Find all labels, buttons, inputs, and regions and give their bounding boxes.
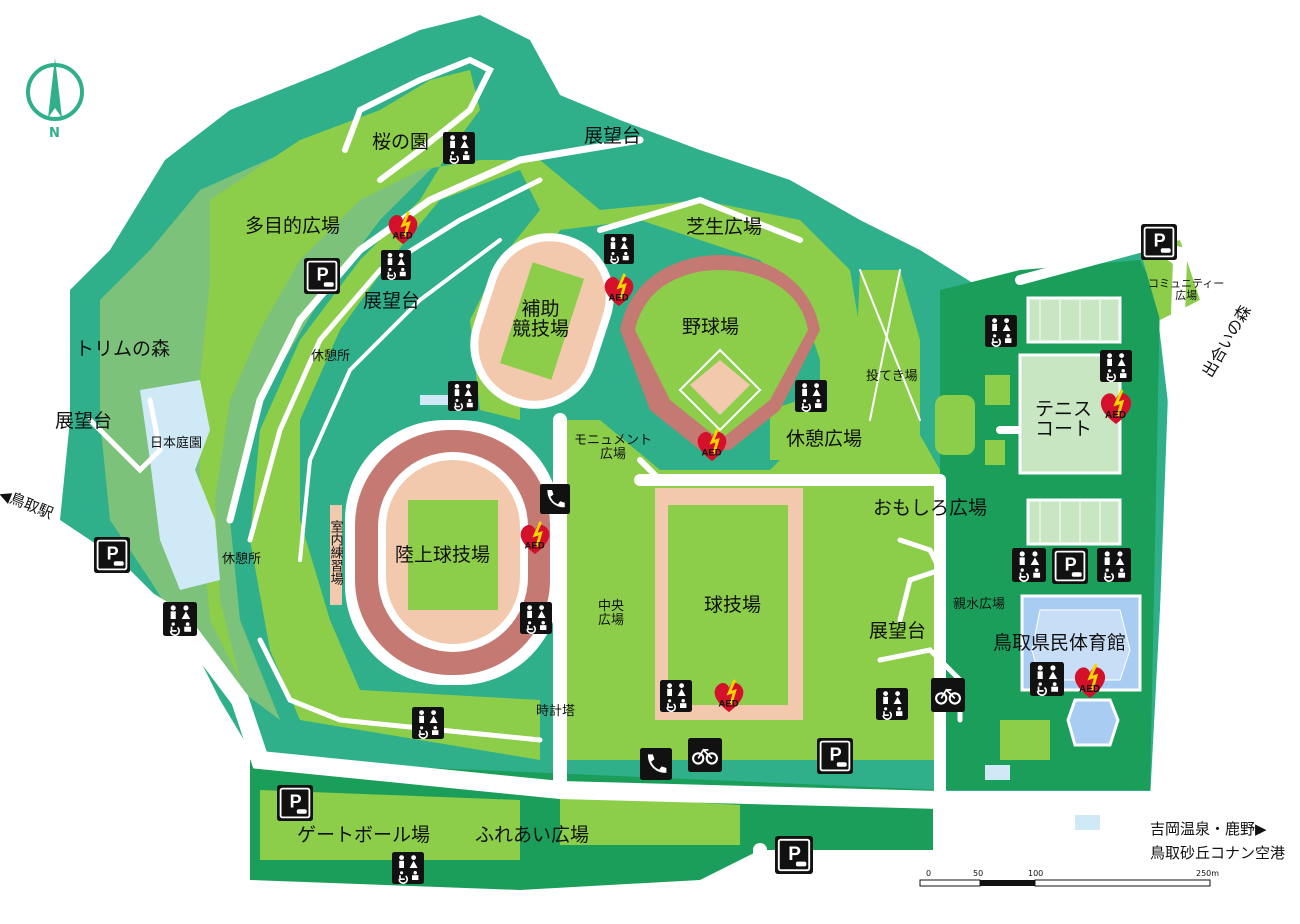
label-taiikukan[interactable]: 鳥取県民体育館 [993,632,1127,654]
scale-bar [919,879,1211,887]
label-nageteba[interactable]: 投てき場 [866,369,918,384]
water [140,380,1100,830]
label-sakura[interactable]: 桜の園 [372,131,430,153]
toilet-icon[interactable] [795,380,827,412]
toilet-icon[interactable] [1097,548,1131,582]
phone-icon[interactable] [540,484,570,514]
toilet-icon[interactable] [1030,662,1064,696]
toilet-icon[interactable] [985,315,1017,347]
scale-tick-0: 0 [926,869,932,878]
label-kyugijo[interactable]: 球技場 [704,594,762,616]
parking-icon[interactable] [775,836,813,874]
toilet-icon[interactable] [392,852,424,884]
label-omoshiro[interactable]: おもしろ広場 [873,497,988,519]
label-hojo[interactable]: 補助 競技場 [512,298,570,340]
destination-onsen[interactable]: 吉岡温泉・鹿野▶ [1150,820,1267,838]
auxiliary-stadium [470,233,614,409]
label-tennis[interactable]: テニス コート [1035,398,1093,440]
scale-tick-50: 50 [973,869,984,878]
label-kyukeisho-1[interactable]: 休憩所 [311,349,351,364]
label-shibafu[interactable]: 芝生広場 [686,216,763,238]
plots [260,240,1200,860]
label-community[interactable]: コミュニティー 広場 [1148,277,1225,302]
compass-letter: N [49,126,60,141]
tennis-courts [1018,296,1122,546]
label-monument[interactable]: モニュメント 広場 [574,433,653,462]
compass [26,58,84,121]
toilet-icon[interactable] [660,680,692,712]
destination-airport[interactable]: 鳥取砂丘コナン空港 [1150,844,1286,862]
label-shitsunai[interactable]: 室内練習場 [327,520,343,585]
toilet-icon[interactable] [604,234,634,264]
label-tenbodai-west[interactable]: 展望台 [55,410,113,432]
toilet-icon[interactable] [448,381,478,411]
label-trim[interactable]: トリムの森 [75,338,171,360]
parking-icon[interactable] [277,785,313,821]
bike-icon[interactable] [931,678,965,712]
toilet-icon[interactable] [412,707,444,739]
parking-icon[interactable] [817,738,853,774]
toilet-icon[interactable] [520,602,552,634]
label-kyukei-hiroba[interactable]: 休憩広場 [786,428,863,450]
label-tenbodai-left[interactable]: 展望台 [363,290,421,312]
bike-icon[interactable] [688,738,722,772]
label-tokeito[interactable]: 時計塔 [536,704,576,719]
toilet-icon[interactable] [1100,350,1132,382]
label-shinsui[interactable]: 親水広場 [953,597,1006,612]
label-nihonteien[interactable]: 日本庭園 [150,436,203,451]
parking-icon[interactable] [94,537,130,573]
toilet-icon[interactable] [876,688,908,720]
parking-icon[interactable] [1052,548,1088,584]
label-tamokuteki[interactable]: 多目的広場 [245,215,341,237]
label-kyukeisho-2[interactable]: 休憩所 [222,552,262,567]
toilet-icon[interactable] [1012,548,1046,582]
label-rikujo[interactable]: 陸上球技場 [395,544,491,566]
athletic-stadium [330,420,560,685]
scale-tick-250m: 250m [1196,869,1220,878]
phone-icon[interactable] [640,748,672,780]
label-fureai[interactable]: ふれあい広場 [475,824,590,846]
parking-icon[interactable] [304,258,340,294]
toilet-icon[interactable] [381,250,411,280]
label-tenbodai-east[interactable]: 展望台 [869,620,927,642]
scale-tick-100: 100 [1028,869,1044,878]
label-chuo[interactable]: 中央 広場 [598,599,625,628]
baseball-stadium [620,255,820,450]
label-yakyujo[interactable]: 野球場 [682,316,740,338]
parking-icon[interactable] [1141,224,1177,260]
toilet-icon[interactable] [443,132,475,164]
pond-nihonteien [140,380,220,590]
label-tenbodai-top[interactable]: 展望台 [584,125,642,147]
label-gateball[interactable]: ゲートボール場 [297,824,431,846]
toilet-icon[interactable] [163,602,197,636]
